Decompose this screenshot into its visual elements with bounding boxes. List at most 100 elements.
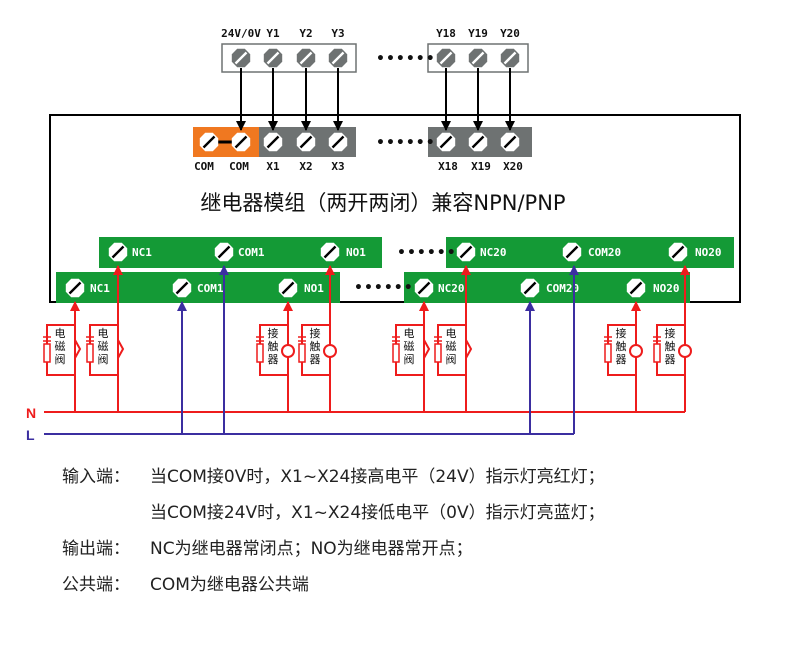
live-line-label: L: [26, 427, 35, 443]
input-label: X2: [299, 160, 312, 173]
coil-body: [434, 343, 442, 363]
load-label-char: 电: [98, 327, 109, 340]
relay-label: NC20: [480, 246, 507, 259]
coil-body: [298, 343, 306, 363]
screw-terminal: [108, 242, 128, 262]
screw-terminal: [456, 242, 476, 262]
relay-label: NC1: [90, 282, 110, 295]
load-label-char: 磁: [446, 340, 457, 353]
screw-terminal: [296, 48, 316, 68]
note-key: 公共端：: [62, 574, 130, 595]
note-text: 当COM接24V时，X1~X24接低电平（0V）指示灯亮蓝灯；: [150, 502, 605, 523]
neutral-line-label: N: [26, 405, 36, 421]
relay-label: COM20: [546, 282, 579, 295]
screw-slot: [266, 135, 280, 149]
load-label-char: 触: [268, 339, 279, 353]
load-label-char: 电: [446, 327, 457, 340]
contact-symbol: [678, 344, 692, 358]
plc-label: Y20: [500, 27, 520, 40]
screw-terminal: [436, 132, 456, 152]
screw-terminal: [500, 48, 520, 68]
load-label-char: 器: [665, 353, 676, 366]
screw-slot: [503, 51, 517, 65]
plc-terminal-labels: 24V/0V Y1 Y2 Y3 Y18 Y19 Y20: [221, 27, 520, 40]
plc-label: Y1: [266, 27, 280, 40]
input-label: X19: [471, 160, 491, 173]
notes-panel: 输入端： 当COM接0V时，X1~X24接高电平（24V）指示灯亮红灯； 当CO…: [62, 456, 605, 600]
load-label-char: 器: [268, 353, 279, 366]
contact-symbol: [629, 344, 643, 358]
coil-body: [43, 343, 51, 363]
contactor-load: 接触器: [604, 324, 643, 376]
screw-slot: [234, 51, 248, 65]
note-key: 输入端：: [62, 466, 130, 487]
screw-slot: [266, 51, 280, 65]
screw-slot: [111, 245, 125, 259]
note-row: 输出端： NC为继电器常闭点；NO为继电器常开点；: [62, 528, 605, 564]
load-label-char: 电: [404, 327, 415, 340]
note-row: 公共端： COM为继电器公共端: [62, 564, 605, 600]
screw-slot: [523, 281, 537, 295]
load-label-char: 阀: [404, 352, 415, 366]
screw-terminal: [500, 132, 520, 152]
note-text: NC为继电器常闭点；NO为继电器常开点；: [150, 538, 473, 559]
relay-label: NO1: [304, 282, 324, 295]
input-label: X3: [331, 160, 344, 173]
input-label: X1: [266, 160, 280, 173]
note-text: COM为继电器公共端: [150, 574, 309, 595]
relay-label: NO1: [346, 246, 366, 259]
plc-label: Y3: [331, 27, 344, 40]
note-row: 当COM接24V时，X1~X24接低电平（0V）指示灯亮蓝灯；: [62, 492, 605, 528]
screw-terminal: [263, 132, 283, 152]
screw-slot: [503, 135, 517, 149]
note-row: 输入端： 当COM接0V时，X1~X24接高电平（24V）指示灯亮红灯；: [62, 456, 605, 492]
contactor-load: 接触器: [653, 324, 692, 376]
screw-terminal: [328, 132, 348, 152]
load-label-char: 器: [310, 353, 321, 366]
valve-symbol: [74, 325, 82, 375]
contact-symbol: [323, 344, 337, 358]
screw-terminal: [278, 278, 298, 298]
screw-slot: [439, 51, 453, 65]
load-label-char: 接: [268, 327, 279, 340]
relay-back-ellipsis: ••••••: [397, 245, 457, 261]
coil-body: [86, 343, 94, 363]
load-label-char: 磁: [404, 340, 415, 353]
screw-slot: [299, 51, 313, 65]
coil-body: [604, 343, 612, 363]
screw-terminal: [231, 48, 251, 68]
screw-slot: [234, 135, 248, 149]
screw-slot: [459, 245, 473, 259]
note-text: 当COM接0V时，X1~X24接高电平（24V）指示灯亮红灯；: [150, 466, 605, 487]
relay-front-ellipsis: ••••••: [354, 280, 414, 296]
screw-slot: [217, 245, 231, 259]
relay-label: NC20: [438, 282, 465, 295]
load-label-char: 阀: [446, 352, 457, 366]
load-label-char: 磁: [98, 340, 109, 353]
valve-symbol: [117, 325, 125, 375]
plc-label: 24V/0V: [221, 27, 261, 40]
screw-slot: [565, 245, 579, 259]
coil-body: [653, 343, 661, 363]
screw-terminal: [320, 242, 340, 262]
screw-slot: [417, 281, 431, 295]
screw-terminal: [172, 278, 192, 298]
contactor-load: 接触器: [298, 324, 337, 376]
input-ellipsis: ••••••: [376, 135, 436, 151]
note-key: 输出端：: [62, 538, 130, 559]
load-label-char: 磁: [55, 340, 66, 353]
plc-label: Y18: [436, 27, 456, 40]
relay-label: COM20: [588, 246, 621, 259]
screw-terminal: [214, 242, 234, 262]
screw-slot: [299, 135, 313, 149]
screw-slot: [629, 281, 643, 295]
screw-slot: [331, 135, 345, 149]
load-label-char: 接: [310, 327, 321, 340]
relay-labels-front: NC1 COM1 NO1 NC20 COM20 NO20: [90, 282, 680, 295]
valve-symbol: [423, 325, 431, 375]
screw-slot: [471, 135, 485, 149]
relay-module-outline: [49, 114, 741, 303]
screw-terminal: [626, 278, 646, 298]
load-label-char: 接: [665, 327, 676, 340]
relay-label: COM1: [197, 282, 224, 295]
